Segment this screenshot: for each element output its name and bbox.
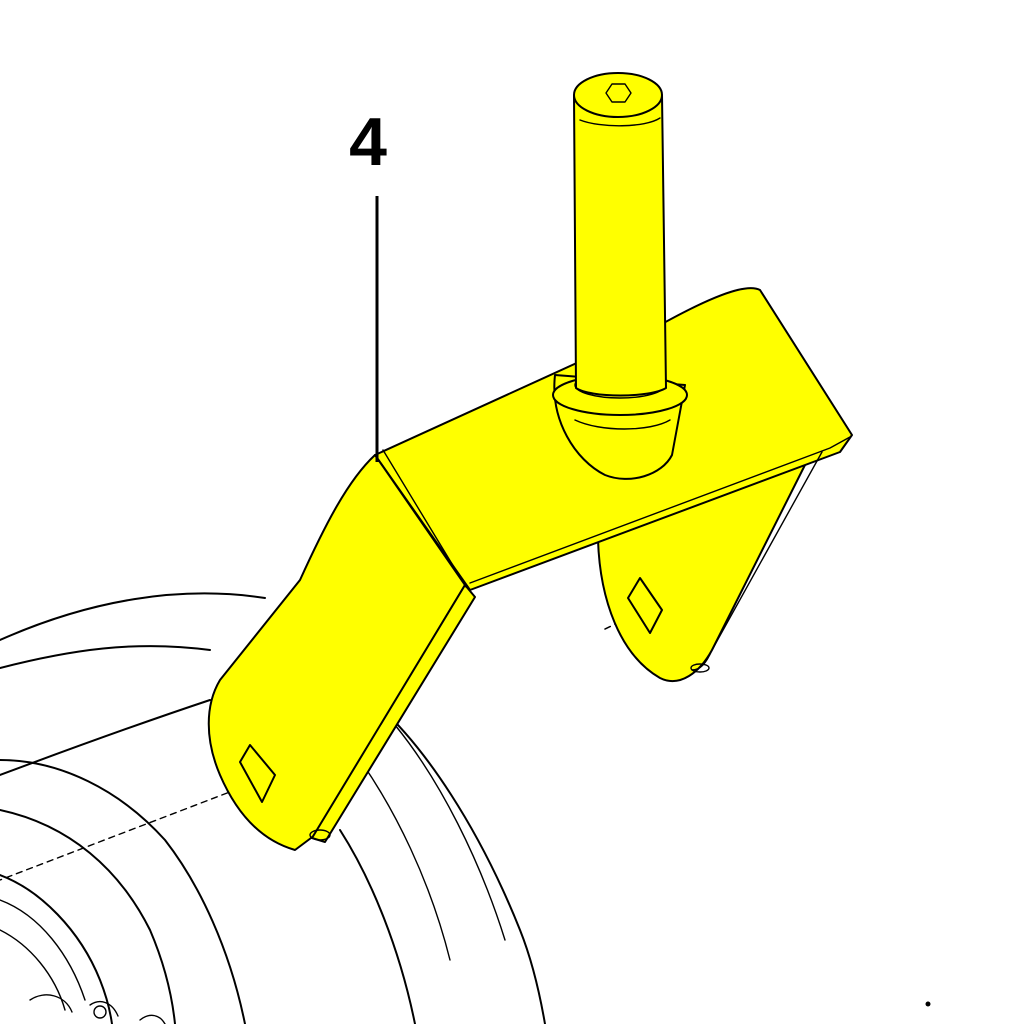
pin-shaft [573, 94, 667, 397]
alignment-dashed-line-left [0, 784, 249, 881]
stray-dot [925, 1001, 931, 1007]
drum-housing [0, 592, 546, 1024]
pin-top-end [573, 72, 663, 118]
callout-4: 4 [349, 104, 387, 462]
mounting-hole-right [627, 577, 663, 634]
alignment-dashed-line-right [602, 611, 641, 631]
highlighted-bracket-part [207, 72, 853, 851]
mounting-hole-left [239, 744, 276, 803]
hex-socket-icon [605, 83, 632, 103]
bracket-front-leg [207, 454, 466, 851]
alignment-lines [0, 611, 641, 881]
callout-number: 4 [349, 104, 387, 180]
